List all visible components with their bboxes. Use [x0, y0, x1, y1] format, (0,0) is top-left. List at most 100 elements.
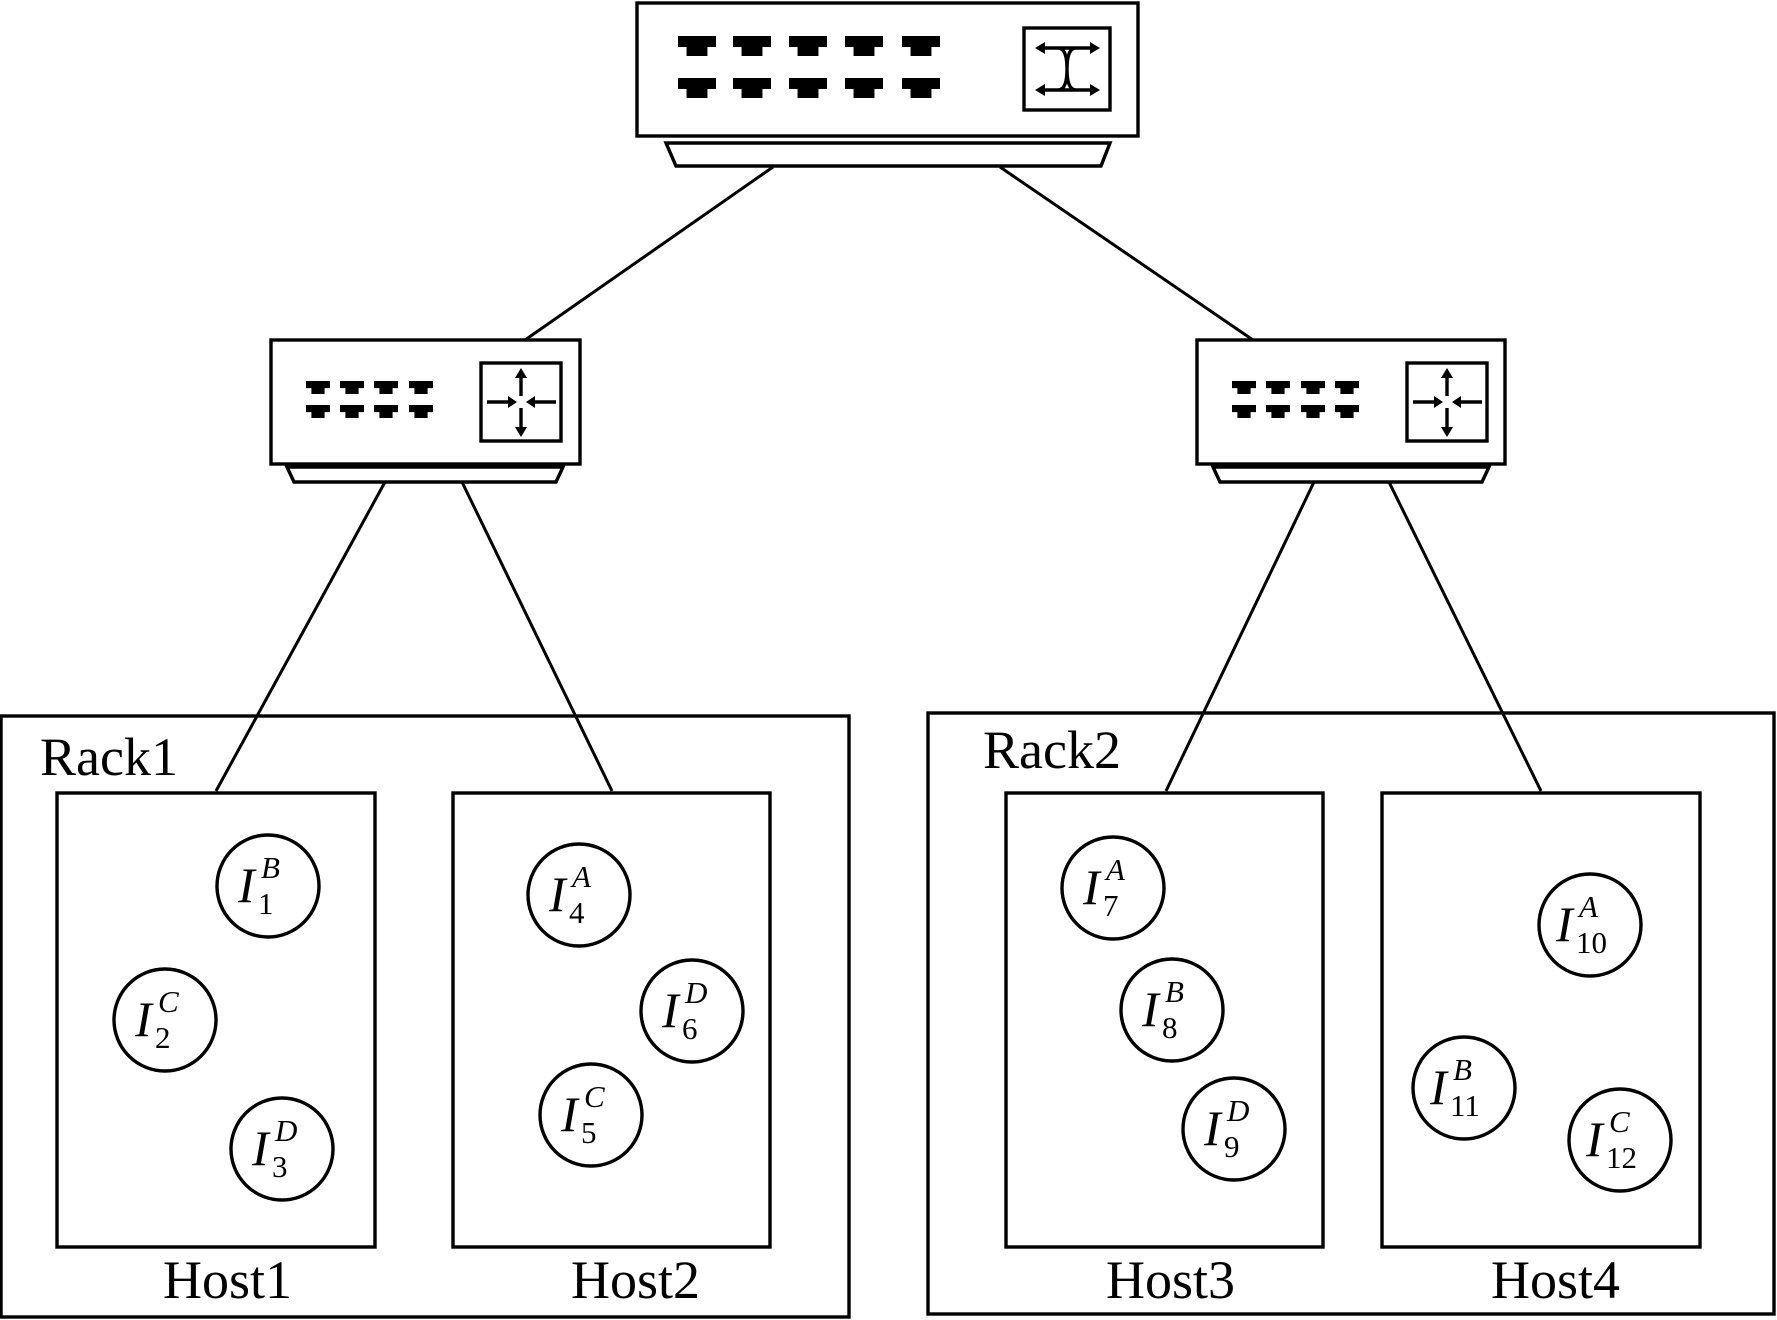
- core-switch-base: [663, 141, 1113, 168]
- core-switch: [635, 1, 1140, 168]
- ethernet-port-icon: [902, 36, 940, 56]
- instance-circle: [229, 1096, 335, 1202]
- router2-base: [1210, 465, 1492, 484]
- router2-body: [1195, 338, 1507, 466]
- instance-index-label: 2: [155, 1020, 171, 1055]
- instance-circle: [112, 967, 218, 1073]
- host1-label: Host1: [163, 1250, 292, 1310]
- rack1-label: Rack1: [40, 727, 178, 787]
- rack2-frame: [926, 711, 1776, 1316]
- core-switch-body: [635, 1, 1140, 138]
- ethernet-port-icon: [1232, 405, 1256, 418]
- instance-circle: [1567, 1087, 1673, 1193]
- instance-index-label: 9: [1224, 1129, 1240, 1164]
- ethernet-port-icon: [733, 36, 771, 56]
- ethernet-port-icon: [845, 36, 883, 56]
- host3-frame: [1004, 791, 1325, 1249]
- aggregation-router-1: [269, 338, 582, 484]
- instance-index-label: 10: [1576, 925, 1607, 960]
- ethernet-port-icon: [409, 381, 433, 394]
- instance-type-label: A: [1104, 852, 1126, 887]
- instance-circle: [1537, 872, 1643, 978]
- ethernet-port-icon: [1266, 405, 1290, 418]
- aggregation-router-2: [1195, 338, 1507, 484]
- instance-index-label: 11: [1450, 1088, 1480, 1123]
- instance-circle: [526, 842, 632, 948]
- instance-circle: [538, 1062, 644, 1168]
- host4-frame: [1380, 791, 1702, 1249]
- instance-symbol: I: [1429, 1059, 1449, 1115]
- instance-symbol: I: [548, 866, 568, 922]
- ethernet-port-icon: [306, 381, 330, 394]
- link-router2-to-host4: [1387, 481, 1543, 792]
- ethernet-port-icon: [1266, 381, 1290, 394]
- instance-type-label: C: [584, 1079, 605, 1114]
- ethernet-port-icon: [340, 381, 364, 394]
- instance-circle: [1119, 957, 1225, 1063]
- instance-symbol: I: [237, 857, 257, 913]
- ethernet-port-icon: [409, 405, 433, 418]
- instance-circle: [1181, 1076, 1287, 1182]
- instance-index-label: 12: [1606, 1140, 1637, 1175]
- router1-base: [284, 465, 566, 484]
- ethernet-port-icon: [374, 381, 398, 394]
- host2-frame: [451, 791, 772, 1249]
- instance-type-label: D: [1226, 1093, 1249, 1128]
- instance-type-label: B: [1165, 974, 1184, 1009]
- host4-label: Host4: [1491, 1250, 1620, 1310]
- ethernet-port-icon: [1301, 381, 1325, 394]
- instance-index-label: 7: [1103, 888, 1119, 923]
- instance-circle: [639, 958, 745, 1064]
- instance-type-label: C: [1609, 1104, 1630, 1139]
- host3-label: Host3: [1106, 1250, 1235, 1310]
- instance-index-label: 4: [569, 895, 585, 930]
- router2-ports: [1232, 381, 1359, 418]
- instance-symbol: I: [1555, 896, 1575, 952]
- instance-type-label: C: [158, 984, 179, 1019]
- instance-symbol: I: [661, 982, 681, 1038]
- instance-type-label: D: [684, 975, 707, 1010]
- instance-type-label: A: [570, 859, 592, 894]
- ethernet-port-icon: [340, 405, 364, 418]
- link-router1-to-host1: [214, 481, 387, 792]
- instance-circle: [1411, 1035, 1517, 1141]
- instance-symbol: I: [134, 991, 154, 1047]
- instance-index-label: 8: [1162, 1010, 1178, 1045]
- instance-index-label: 3: [272, 1149, 288, 1184]
- ethernet-port-icon: [845, 78, 883, 98]
- ethernet-port-icon: [374, 405, 398, 418]
- ethernet-port-icon: [678, 78, 716, 98]
- rack1-frame: [0, 714, 851, 1319]
- instance-circle: [1060, 835, 1166, 941]
- ethernet-port-icon: [1335, 405, 1359, 418]
- link-router2-to-host3: [1164, 481, 1316, 792]
- instance-type-label: A: [1577, 889, 1599, 924]
- instance-circle: [215, 833, 321, 939]
- ethernet-port-icon: [1301, 405, 1325, 418]
- router1-body: [269, 338, 582, 466]
- switch-icon: [1022, 26, 1112, 112]
- instance-type-label: B: [261, 850, 280, 885]
- rack2-label: Rack2: [983, 720, 1121, 780]
- core-switch-ports: [678, 36, 940, 98]
- link-core-to-router2: [999, 165, 1254, 342]
- instance-type-label: D: [274, 1113, 297, 1148]
- router1-ports: [306, 381, 433, 418]
- router-icon: [1405, 361, 1489, 443]
